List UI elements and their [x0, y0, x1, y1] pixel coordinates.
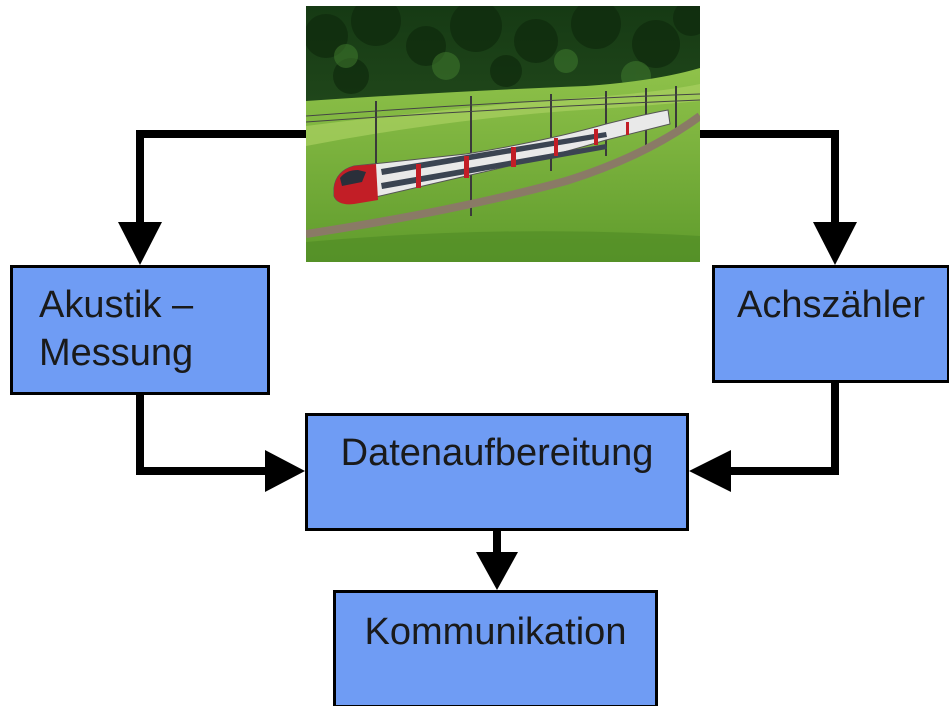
node-datenaufbereitung-label: Datenaufbereitung	[340, 432, 654, 474]
arrowhead-daten-right	[689, 450, 731, 492]
arrowhead-achszaehler	[813, 222, 857, 265]
arrowhead-akustik	[118, 222, 162, 265]
train-photo	[306, 6, 700, 262]
node-akustik-label: Akustik – Messung	[39, 284, 194, 374]
arrow-photo-to-achszaehler	[700, 130, 839, 225]
node-kommunikation: Kommunikation	[333, 590, 658, 706]
arrowhead-komm	[476, 552, 518, 590]
arrow-photo-to-akustik	[136, 130, 306, 225]
node-akustik-messung: Akustik – Messung	[10, 265, 270, 395]
node-achszaehler-label: Achszähler	[737, 284, 925, 326]
arrow-achszaehler-to-daten	[728, 383, 839, 475]
node-kommunikation-label: Kommunikation	[364, 611, 627, 653]
node-achszaehler: Achszähler	[712, 265, 949, 383]
arrowhead-daten-left	[265, 450, 305, 492]
node-datenaufbereitung: Datenaufbereitung	[305, 413, 689, 531]
arrow-akustik-to-daten	[136, 395, 268, 475]
